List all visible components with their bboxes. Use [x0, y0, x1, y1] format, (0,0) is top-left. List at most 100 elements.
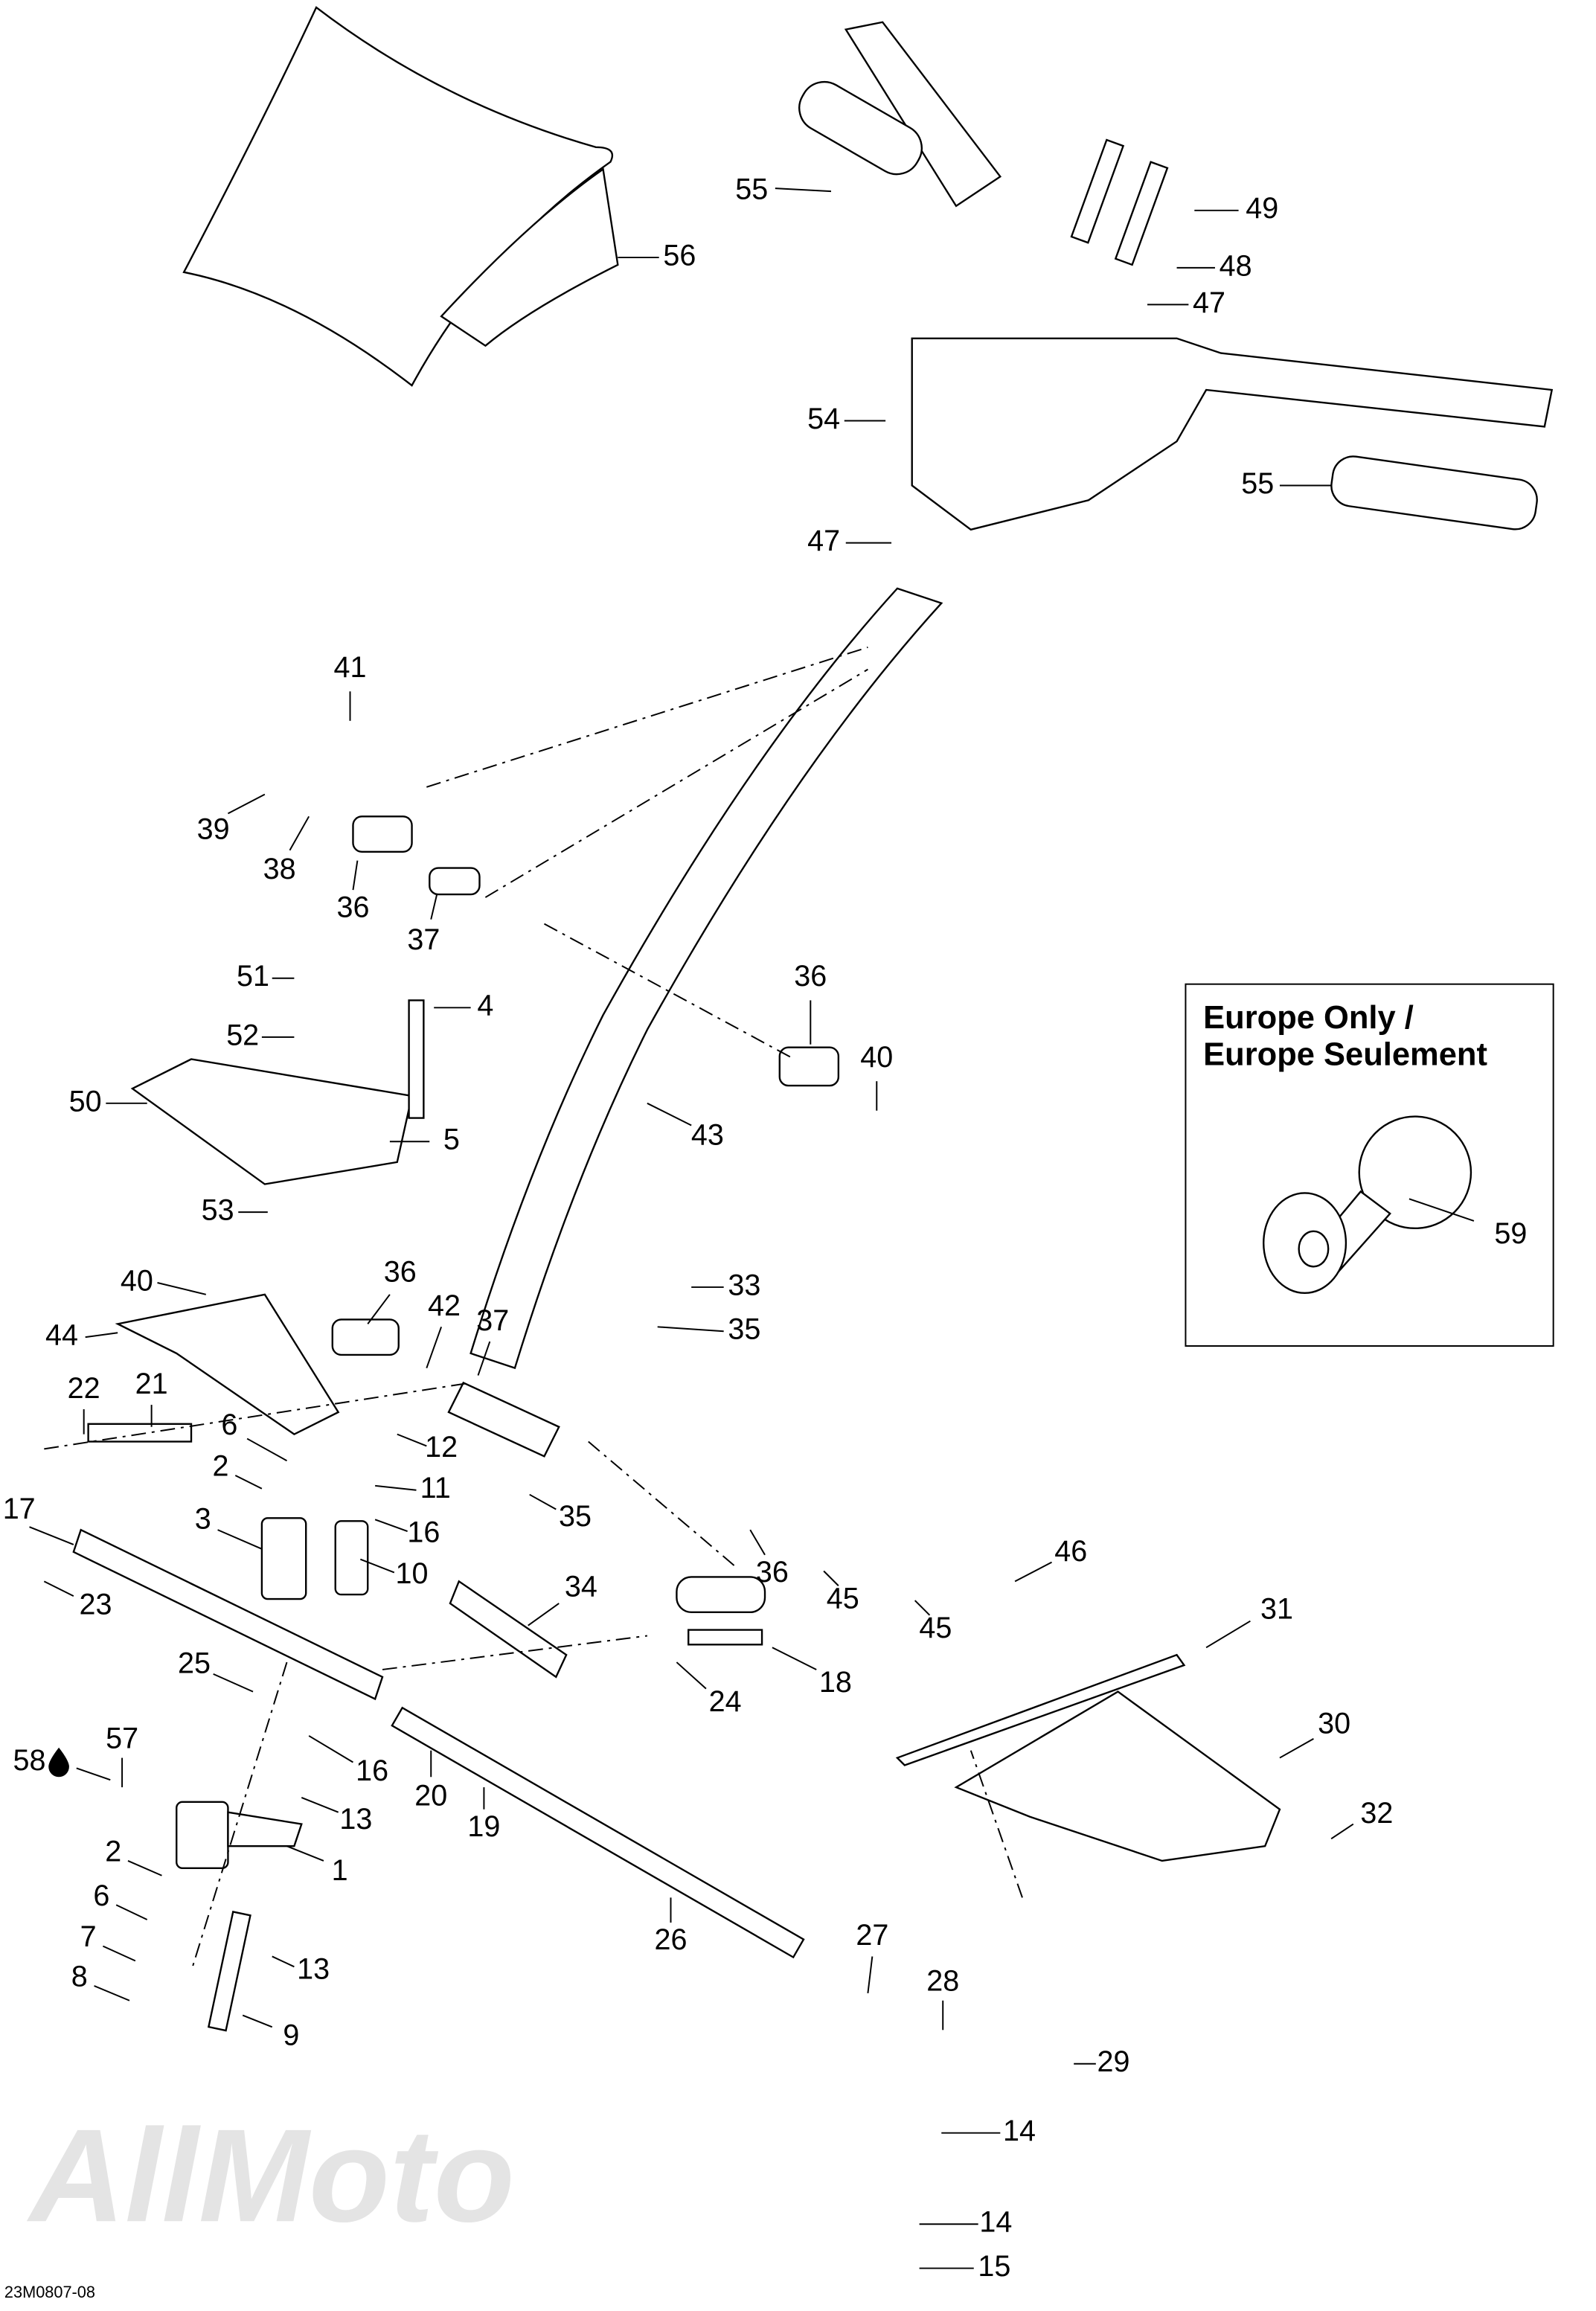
leader-line — [157, 1282, 207, 1295]
small-parts — [72, 815, 840, 2032]
leader-line — [676, 1661, 707, 1690]
diagram-code: 23M0807-08 — [4, 2283, 95, 2301]
inset-title-line2: Europe Seulement — [1203, 1036, 1487, 1072]
leader-line — [823, 1570, 839, 1586]
callout: 46 — [1054, 1535, 1087, 1568]
callout: 6 — [93, 1879, 109, 1912]
leader-line — [272, 1955, 295, 1968]
callout: 35 — [559, 1500, 592, 1533]
callout: 19 — [467, 1810, 500, 1843]
callout: 14 — [979, 2206, 1012, 2239]
callout: 42 — [428, 1289, 461, 1322]
callout: 53 — [202, 1194, 234, 1227]
callout: 9 — [283, 2019, 299, 2052]
leader-line — [426, 1326, 443, 1369]
callout: 48 — [1220, 249, 1252, 282]
callout: 57 — [106, 1722, 138, 1754]
steering-boot — [895, 1653, 1281, 1862]
callout: 25 — [178, 1647, 211, 1679]
leader-line — [289, 815, 310, 851]
leader-line — [367, 1294, 391, 1324]
leader-line — [213, 1673, 254, 1693]
callout: 40 — [121, 1264, 153, 1297]
callout: 22 — [68, 1372, 100, 1405]
callout: 39 — [197, 813, 230, 846]
callout: 37 — [407, 923, 440, 956]
callout: 56 — [663, 240, 696, 272]
callout: 2 — [213, 1450, 229, 1483]
callout: 20 — [414, 1779, 447, 1812]
oil-drop-icon — [48, 1747, 69, 1778]
leader-line — [242, 2014, 273, 2028]
callout: 51 — [237, 960, 269, 993]
leader-line — [1279, 1738, 1314, 1759]
leader-line — [374, 1519, 408, 1533]
callout: 24 — [709, 1685, 742, 1718]
callout: 36 — [384, 1256, 417, 1289]
callout: 33 — [728, 1269, 760, 1301]
leader-line — [529, 1493, 557, 1510]
leader-line — [102, 1945, 136, 1962]
leader-line — [115, 1904, 148, 1920]
horn-part — [1263, 1115, 1472, 1295]
callout: 6 — [221, 1408, 237, 1441]
callout: 3 — [195, 1503, 211, 1536]
callout: 18 — [819, 1666, 852, 1699]
leader-line — [217, 1529, 263, 1550]
handlebar — [798, 21, 1554, 531]
callout: 55 — [1241, 467, 1274, 500]
callout: 23 — [80, 1588, 112, 1621]
callout: 43 — [691, 1119, 724, 1152]
leader-line — [286, 1845, 324, 1862]
leader-line — [430, 894, 438, 920]
callout: 55 — [735, 173, 768, 206]
callout: 16 — [407, 1516, 440, 1549]
leader-line — [43, 1580, 74, 1597]
leader-line — [227, 793, 266, 815]
callout: 47 — [807, 525, 840, 557]
centerlines — [44, 647, 1023, 1972]
leader-line — [775, 187, 832, 193]
windshield — [182, 6, 619, 387]
inset-title-line1: Europe Only / — [1203, 1000, 1414, 1036]
callout: 32 — [1360, 1797, 1393, 1830]
callout: 12 — [425, 1431, 458, 1464]
callout: 38 — [263, 853, 296, 885]
leader-line — [647, 1102, 692, 1126]
callout: 36 — [794, 960, 827, 993]
callout: 36 — [336, 891, 369, 923]
leader-line — [375, 1484, 417, 1491]
callout: 31 — [1260, 1592, 1293, 1625]
leader-line — [477, 1341, 491, 1376]
europe-only-inset: Europe Only / Europe Seulement 59 — [1185, 983, 1554, 1347]
leader-line — [352, 860, 359, 891]
leader-line — [749, 1529, 766, 1556]
callout: 36 — [756, 1556, 789, 1589]
leader-line — [397, 1433, 427, 1447]
callout: 7 — [80, 1920, 97, 1953]
leader-line — [76, 1767, 111, 1781]
callout: 44 — [45, 1319, 78, 1352]
leader-line — [528, 1603, 560, 1626]
leader-line — [359, 1558, 395, 1574]
callout: 10 — [396, 1557, 429, 1590]
callout: 58 — [13, 1744, 46, 1777]
callout: 16 — [356, 1754, 388, 1787]
callout: 49 — [1246, 192, 1278, 225]
leader-line — [1205, 1620, 1251, 1649]
callout: 5 — [443, 1124, 460, 1156]
leader-line — [234, 1475, 263, 1490]
callout: 17 — [3, 1493, 36, 1525]
steering-column — [447, 587, 943, 1458]
leader-line — [301, 1797, 339, 1813]
callout: 34 — [565, 1571, 597, 1603]
leader-line — [1330, 1823, 1354, 1840]
leader-lines — [29, 187, 1354, 2269]
leader-line — [657, 1326, 724, 1333]
callout: 26 — [655, 1923, 688, 1956]
leader-line — [29, 1526, 74, 1545]
callout: 29 — [1097, 2045, 1130, 2078]
callout: 1 — [332, 1854, 348, 1887]
callout: 37 — [476, 1304, 509, 1337]
